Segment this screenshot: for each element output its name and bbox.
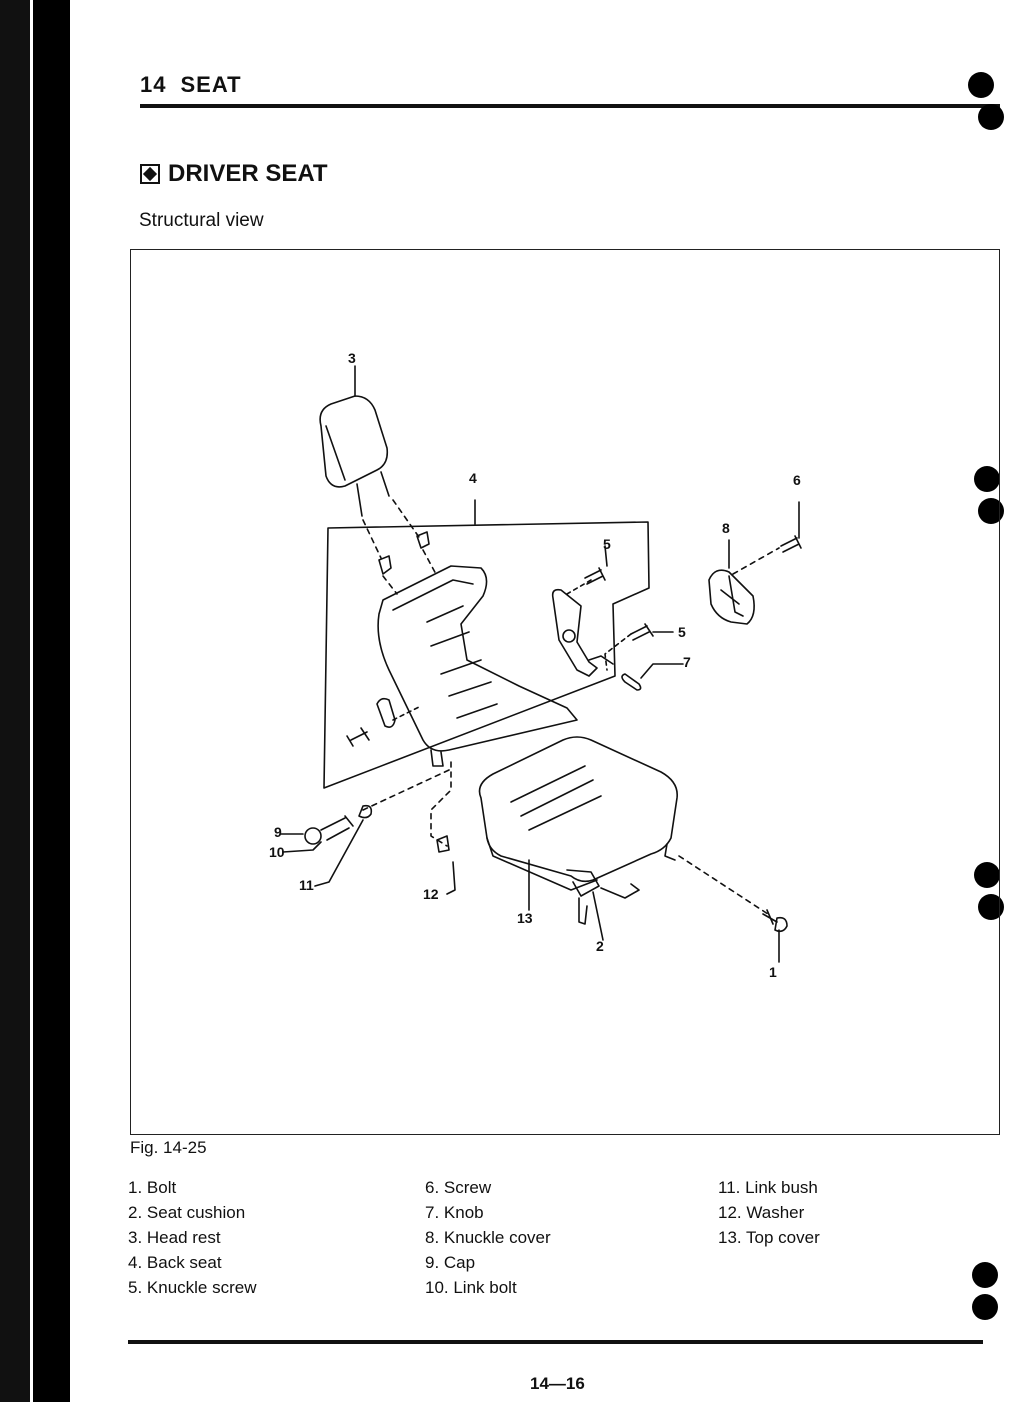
margin-dot xyxy=(972,1294,998,1320)
section-title: SEAT xyxy=(180,72,242,97)
knuckle-screw-guide-lower xyxy=(604,633,632,671)
parts-list-item: 1. Bolt xyxy=(128,1178,177,1197)
margin-dot xyxy=(978,104,1004,130)
bolt-drawing xyxy=(762,909,788,963)
margin-dot xyxy=(974,466,1000,492)
callout-label: 10 xyxy=(269,844,285,860)
back-seat-drawing xyxy=(377,565,578,767)
recline-knob-left xyxy=(346,697,396,747)
callout-label: 6 xyxy=(793,472,801,488)
heading-bullet-icon xyxy=(140,164,160,184)
parts-list-item: 8. Knuckle cover xyxy=(425,1228,551,1247)
parts-list-item: 4. Back seat xyxy=(128,1253,222,1272)
parts-list-item: 6. Screw xyxy=(425,1178,492,1197)
knob-guide-line xyxy=(392,705,422,721)
page-number: 14—16 xyxy=(530,1374,585,1393)
callout-label: 12 xyxy=(423,886,439,902)
callout-label: 5 xyxy=(603,536,611,552)
parts-list-item: 13. Top cover xyxy=(718,1228,820,1247)
heading-text: DRIVER SEAT xyxy=(168,160,328,187)
screw-drawing xyxy=(780,501,802,553)
seat-exploded-diagram xyxy=(280,365,802,963)
header-rule xyxy=(140,104,1000,108)
screw-guide xyxy=(732,547,780,575)
callout-label: 11 xyxy=(299,877,314,893)
parts-list-item: 2. Seat cushion xyxy=(128,1203,246,1222)
seat-cushion-drawing xyxy=(478,736,678,941)
washer-guide xyxy=(430,761,452,847)
callout-label: 2 xyxy=(596,938,604,954)
knuckle-screw-upper xyxy=(584,567,606,585)
callout-label: 5 xyxy=(678,624,686,640)
bolt-guide xyxy=(678,855,772,917)
callout-label: 7 xyxy=(683,654,691,670)
callout-label: 9 xyxy=(274,824,282,840)
parts-list-item: 5. Knuckle screw xyxy=(128,1278,257,1297)
parts-list-column-1: 1. Bolt 2. Seat cushion 3. Head rest 4. … xyxy=(128,1175,257,1300)
parts-list-item: 11. Link bush xyxy=(718,1178,818,1197)
parts-list-item: 12. Washer xyxy=(718,1203,805,1222)
knob-drawing xyxy=(621,663,684,691)
section-heading: DRIVER SEAT xyxy=(140,160,328,188)
callout-label: 1 xyxy=(769,964,777,980)
figure-caption: Fig. 14-25 xyxy=(130,1138,207,1157)
figure-frame: 3 4 6 8 5 5 7 9 10 11 12 13 2 1 xyxy=(130,249,1000,1135)
section-number: 14 xyxy=(140,72,167,97)
parts-list-column-3: 11. Link bush 12. Washer 13. Top cover xyxy=(718,1175,820,1250)
parts-list-item: 3. Head rest xyxy=(128,1228,221,1247)
knuckle-cover-drawing xyxy=(708,539,755,625)
subheading: Structural view xyxy=(139,210,264,231)
parts-list-item: 10. Link bolt xyxy=(425,1278,517,1297)
parts-list-item: 7. Knob xyxy=(425,1203,484,1222)
callout-label: 13 xyxy=(517,910,533,926)
knuckle-bracket-drawing xyxy=(551,588,614,677)
parts-list-item: 9. Cap xyxy=(425,1253,476,1272)
callout-label: 8 xyxy=(722,520,730,536)
callout-leader-5a xyxy=(604,545,608,567)
margin-dot xyxy=(972,1262,998,1288)
binding-strip xyxy=(0,0,30,1402)
binding-strip-inner xyxy=(33,0,70,1402)
back-seat-panel-outline xyxy=(323,521,650,789)
parts-list-column-2: 6. Screw 7. Knob 8. Knuckle cover 9. Cap… xyxy=(425,1175,551,1300)
headrest-guides xyxy=(378,531,430,575)
footer-rule xyxy=(128,1340,983,1344)
callout-label: 3 xyxy=(348,350,356,366)
knuckle-screw-guide-upper xyxy=(566,579,592,595)
knuckle-screw-lower xyxy=(630,623,674,641)
margin-dot xyxy=(968,72,994,98)
washer-drawing xyxy=(436,835,456,895)
headrest-guide-lines xyxy=(362,499,438,595)
margin-dot xyxy=(974,862,1000,888)
cap-and-link-bolt xyxy=(280,804,373,887)
link-bolt-guide xyxy=(362,769,450,811)
callout-label: 4 xyxy=(469,470,477,486)
head-rest-drawing xyxy=(319,365,390,517)
section-header: 14 SEAT xyxy=(140,72,242,98)
